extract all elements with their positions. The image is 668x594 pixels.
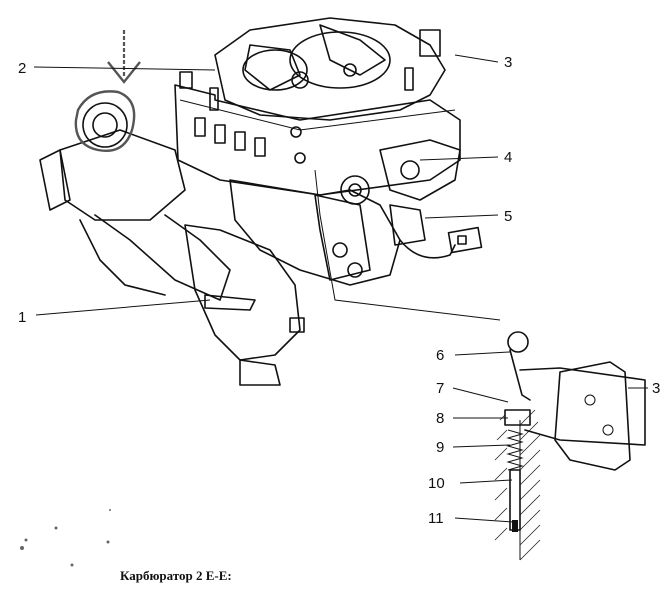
callout-6: 6 <box>436 347 444 364</box>
callout-10: 10 <box>428 475 445 492</box>
callout-labels: 1 2 3 4 5 6 7 8 9 10 3 11 <box>18 54 660 527</box>
callout-3-detail: 3 <box>652 380 660 397</box>
callout-1: 1 <box>18 309 26 326</box>
scan-specks <box>20 509 111 567</box>
callout-11: 11 <box>428 510 444 527</box>
callout-4: 4 <box>504 149 512 166</box>
callout-9: 9 <box>436 439 444 456</box>
leader-lines <box>33 54 648 523</box>
figure-caption: Карбюратор 2 Е-Е: <box>120 568 232 583</box>
detail-e-e <box>494 331 646 561</box>
callout-3-top: 3 <box>504 54 512 71</box>
callout-7: 7 <box>436 380 444 397</box>
callout-8: 8 <box>436 410 444 427</box>
callout-2: 2 <box>18 60 26 77</box>
callout-5: 5 <box>504 208 512 225</box>
carburetor-assembly <box>39 17 501 386</box>
